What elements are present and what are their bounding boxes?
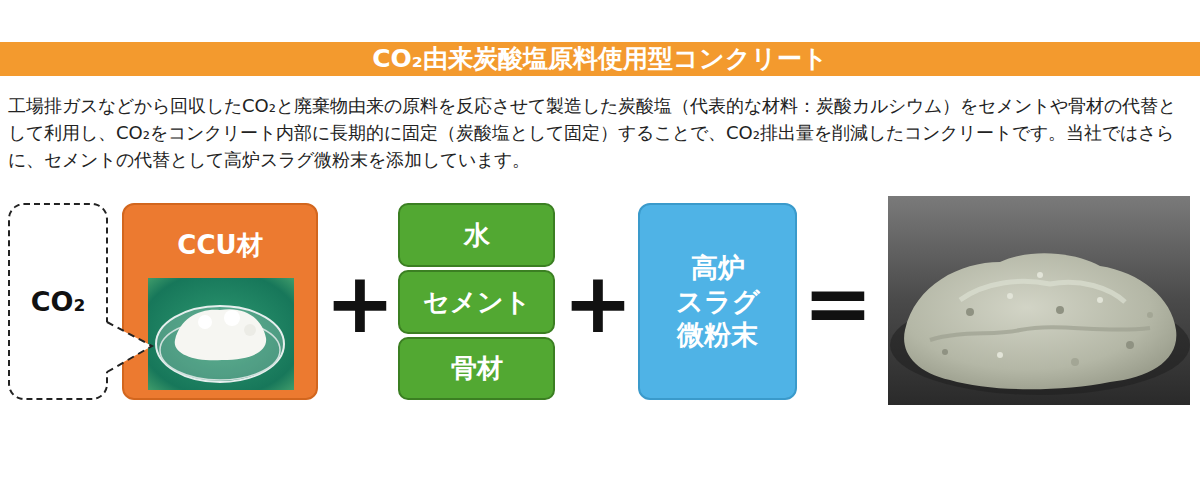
equals-sign: = <box>803 261 873 345</box>
box-label: 高炉 スラグ 微粉末 <box>668 251 768 352</box>
box-label: 水 <box>464 219 490 252</box>
water-box: 水 <box>398 203 555 267</box>
box-label: セメント <box>423 286 531 319</box>
ccu-material-box: CCU材 <box>122 203 318 400</box>
slag-powder-box: 高炉 スラグ 微粉末 <box>638 203 797 400</box>
box-label: CCU材 <box>177 229 262 262</box>
description-text: 工場排ガスなどから回収したCO₂と廃棄物由来の原料を反応させて製造した炭酸塩（代… <box>8 92 1192 173</box>
co2-bubble: CO₂ <box>8 203 108 400</box>
speech-bubble-tail <box>106 322 152 372</box>
concrete-photo <box>888 196 1190 405</box>
ccu-powder-photo <box>148 278 294 390</box>
title-text: CO₂由来炭酸塩原料使用型コンクリート <box>372 42 828 76</box>
plus-sign: + <box>325 261 395 345</box>
plus-sign: + <box>563 261 633 345</box>
box-label: CO₂ <box>31 285 86 319</box>
box-label: 骨材 <box>451 352 503 385</box>
cement-box: セメント <box>398 270 555 334</box>
title-band <box>0 42 1200 76</box>
aggregate-box: 骨材 <box>398 337 555 400</box>
